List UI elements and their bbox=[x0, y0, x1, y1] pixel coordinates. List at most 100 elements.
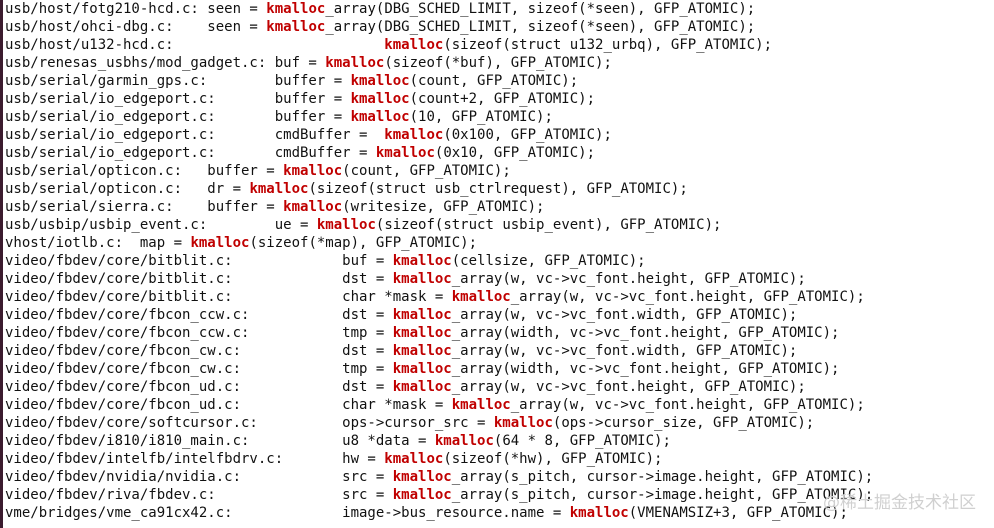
match-keyword: kmalloc bbox=[325, 55, 385, 71]
match-keyword: kmalloc bbox=[316, 217, 376, 233]
line-text: (0x10, GFP_ATOMIC); bbox=[434, 145, 596, 161]
match-keyword: kmalloc bbox=[249, 181, 309, 197]
match-keyword: kmalloc bbox=[283, 199, 343, 215]
result-line: video/fbdev/core/bitblit.c: dst = kmallo… bbox=[5, 270, 806, 288]
line-text: _array(width, vc->vc_font.height, GFP_AT… bbox=[451, 325, 840, 341]
result-line: video/fbdev/core/fbcon_ccw.c: dst = kmal… bbox=[5, 306, 797, 324]
match-keyword: kmalloc bbox=[384, 451, 444, 467]
result-line: video/fbdev/core/bitblit.c: buf = kmallo… bbox=[5, 252, 646, 270]
line-text: (count, GFP_ATOMIC); bbox=[342, 163, 511, 179]
match-keyword: kmalloc bbox=[190, 235, 250, 251]
match-keyword: kmalloc bbox=[350, 73, 410, 89]
match-keyword: kmalloc bbox=[392, 361, 452, 377]
line-text: usb/serial/io_edgeport.c: cmdBuffer = bbox=[5, 127, 385, 143]
result-line: video/fbdev/core/fbcon_cw.c: dst = kmall… bbox=[5, 342, 797, 360]
match-keyword: kmalloc bbox=[384, 37, 444, 53]
line-text: usb/host/fotg210-hcd.c: seen = bbox=[5, 1, 267, 17]
line-text: _array(s_pitch, cursor->image.height, GF… bbox=[451, 469, 874, 485]
line-text: _array(w, vc->vc_font.height, GFP_ATOMIC… bbox=[451, 271, 806, 287]
line-text: (sizeof(*map), GFP_ATOMIC); bbox=[249, 235, 478, 251]
result-line: video/fbdev/i810/i810_main.c: u8 *data =… bbox=[5, 432, 671, 450]
line-text: _array(w, vc->vc_font.height, GFP_ATOMIC… bbox=[510, 397, 865, 413]
line-text: (0x100, GFP_ATOMIC); bbox=[443, 127, 612, 143]
line-text: usb/serial/io_edgeport.c: buffer = bbox=[5, 109, 351, 125]
line-text: (cellsize, GFP_ATOMIC); bbox=[451, 253, 646, 269]
line-text: usb/serial/io_edgeport.c: buffer = bbox=[5, 91, 351, 107]
result-line: vhost/iotlb.c: map = kmalloc(sizeof(*map… bbox=[5, 234, 477, 252]
line-text: (sizeof(struct usb_ctrlrequest), GFP_ATO… bbox=[308, 181, 688, 197]
result-line: usb/serial/io_edgeport.c: buffer = kmall… bbox=[5, 108, 553, 126]
line-text: video/fbdev/core/fbcon_ccw.c: dst = bbox=[5, 307, 393, 323]
line-text: usb/serial/opticon.c: dr = bbox=[5, 181, 250, 197]
result-line: video/fbdev/core/fbcon_cw.c: tmp = kmall… bbox=[5, 360, 839, 378]
line-text: _array(s_pitch, cursor->image.height, GF… bbox=[451, 487, 874, 503]
line-text: (count+2, GFP_ATOMIC); bbox=[409, 91, 596, 107]
line-text: (sizeof(*buf), GFP_ATOMIC); bbox=[384, 55, 612, 71]
result-line: usb/serial/io_edgeport.c: buffer = kmall… bbox=[5, 90, 595, 108]
line-text: video/fbdev/core/fbcon_cw.c: tmp = bbox=[5, 361, 393, 377]
result-line: usb/serial/opticon.c: buffer = kmalloc(c… bbox=[5, 162, 511, 180]
line-text: video/fbdev/core/bitblit.c: char *mask = bbox=[5, 289, 452, 305]
match-keyword: kmalloc bbox=[392, 325, 452, 341]
line-text: vhost/iotlb.c: map = bbox=[5, 235, 191, 251]
match-keyword: kmalloc bbox=[569, 505, 629, 521]
match-keyword: kmalloc bbox=[392, 307, 452, 323]
result-line: usb/serial/opticon.c: dr = kmalloc(sizeo… bbox=[5, 180, 688, 198]
line-text: usb/serial/garmin_gps.c: buffer = bbox=[5, 73, 351, 89]
line-text: usb/serial/sierra.c: buffer = bbox=[5, 199, 284, 215]
match-keyword: kmalloc bbox=[451, 397, 511, 413]
match-keyword: kmalloc bbox=[375, 145, 435, 161]
match-keyword: kmalloc bbox=[392, 343, 452, 359]
match-keyword: kmalloc bbox=[434, 433, 494, 449]
match-keyword: kmalloc bbox=[392, 469, 452, 485]
result-line: usb/host/u132-hcd.c: kmalloc(sizeof(stru… bbox=[5, 36, 772, 54]
line-text: (10, GFP_ATOMIC); bbox=[409, 109, 553, 125]
window-edge bbox=[0, 0, 3, 528]
line-text: (ops->cursor_size, GFP_ATOMIC); bbox=[552, 415, 815, 431]
line-text: video/fbdev/core/fbcon_ccw.c: tmp = bbox=[5, 325, 393, 341]
result-line: usb/serial/io_edgeport.c: cmdBuffer = km… bbox=[5, 144, 595, 162]
result-line: usb/host/ohci-dbg.c: seen = kmalloc_arra… bbox=[5, 18, 755, 36]
line-text: usb/host/u132-hcd.c: bbox=[5, 37, 385, 53]
line-text: video/fbdev/core/bitblit.c: dst = bbox=[5, 271, 393, 287]
line-text: _array(DBG_SCHED_LIMIT, sizeof(*seen), G… bbox=[325, 19, 756, 35]
line-text: _array(width, vc->vc_font.height, GFP_AT… bbox=[451, 361, 840, 377]
line-text: usb/serial/io_edgeport.c: cmdBuffer = bbox=[5, 145, 376, 161]
result-line: video/fbdev/core/softcursor.c: ops->curs… bbox=[5, 414, 814, 432]
grep-results: usb/host/fotg210-hcd.c: seen = kmalloc_a… bbox=[5, 0, 994, 528]
match-keyword: kmalloc bbox=[451, 289, 511, 305]
result-line: video/fbdev/intelfb/intelfbdrv.c: hw = k… bbox=[5, 450, 662, 468]
line-text: video/fbdev/core/fbcon_cw.c: dst = bbox=[5, 343, 393, 359]
result-line: usb/usbip/usbip_event.c: ue = kmalloc(si… bbox=[5, 216, 721, 234]
line-text: usb/serial/opticon.c: buffer = bbox=[5, 163, 284, 179]
match-keyword: kmalloc bbox=[384, 127, 444, 143]
result-line: video/fbdev/riva/fbdev.c: src = kmalloc_… bbox=[5, 486, 873, 504]
line-text: video/fbdev/i810/i810_main.c: u8 *data = bbox=[5, 433, 435, 449]
match-keyword: kmalloc bbox=[392, 379, 452, 395]
match-keyword: kmalloc bbox=[392, 271, 452, 287]
line-text: video/fbdev/riva/fbdev.c: src = bbox=[5, 487, 393, 503]
line-text: (64 * 8, GFP_ATOMIC); bbox=[493, 433, 671, 449]
result-line: usb/host/fotg210-hcd.c: seen = kmalloc_a… bbox=[5, 0, 755, 18]
line-text: usb/usbip/usbip_event.c: ue = bbox=[5, 217, 317, 233]
result-line: usb/renesas_usbhs/mod_gadget.c: buf = km… bbox=[5, 54, 612, 72]
watermark-text: @稀土掘金技术社区 bbox=[823, 493, 976, 513]
result-line: video/fbdev/core/fbcon_ccw.c: tmp = kmal… bbox=[5, 324, 839, 342]
result-line: vme/bridges/vme_ca91cx42.c: image->bus_r… bbox=[5, 504, 848, 522]
result-line: video/fbdev/core/fbcon_ud.c: dst = kmall… bbox=[5, 378, 806, 396]
match-keyword: kmalloc bbox=[266, 19, 326, 35]
result-line: video/fbdev/core/fbcon_ud.c: char *mask … bbox=[5, 396, 865, 414]
line-text: video/fbdev/core/fbcon_ud.c: dst = bbox=[5, 379, 393, 395]
match-keyword: kmalloc bbox=[350, 109, 410, 125]
result-line: video/fbdev/core/bitblit.c: char *mask =… bbox=[5, 288, 865, 306]
line-text: usb/host/ohci-dbg.c: seen = bbox=[5, 19, 267, 35]
line-text: (sizeof(*hw), GFP_ATOMIC); bbox=[443, 451, 663, 467]
line-text: (sizeof(struct usbip_event), GFP_ATOMIC)… bbox=[375, 217, 722, 233]
match-keyword: kmalloc bbox=[493, 415, 553, 431]
line-text: (writesize, GFP_ATOMIC); bbox=[342, 199, 545, 215]
match-keyword: kmalloc bbox=[392, 487, 452, 503]
line-text: video/fbdev/core/fbcon_ud.c: char *mask … bbox=[5, 397, 452, 413]
line-text: (VMENAMSIZ+3, GFP_ATOMIC); bbox=[628, 505, 848, 521]
result-line: usb/serial/io_edgeport.c: cmdBuffer = km… bbox=[5, 126, 612, 144]
